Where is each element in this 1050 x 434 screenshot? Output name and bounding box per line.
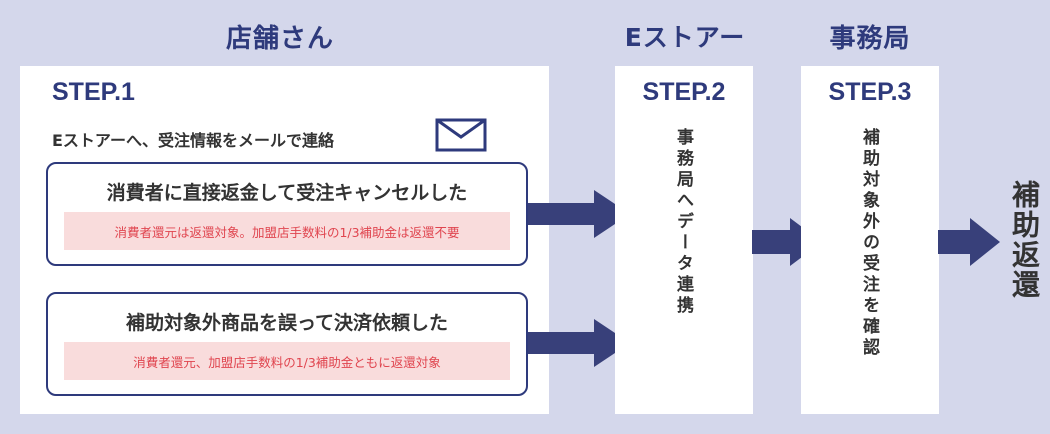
case-refund-cancel-note: 消費者還元は返還対象。加盟店手数料の1/3補助金は返還不要 <box>64 212 510 250</box>
mail-icon <box>435 118 487 152</box>
step3-label: STEP.3 <box>828 78 912 106</box>
step2-panel: STEP.2 事務局へデータ連携 <box>615 66 753 414</box>
step3-panel: STEP.3 補助対象外の受注を確認 <box>801 66 939 414</box>
step2-text: 事務局へデータ連携 <box>673 128 693 317</box>
case-refund-cancel: 消費者に直接返金して受注キャンセルした 消費者還元は返還対象。加盟店手数料の1/… <box>46 162 528 266</box>
step3-text: 補助対象外の受注を確認 <box>859 128 879 359</box>
case-wrong-item: 補助対象外商品を誤って決済依頼した 消費者還元、加盟店手数料の1/3補助金ともに… <box>46 292 528 396</box>
result-subsidy-return: 補助返還 <box>1008 180 1041 300</box>
step1-label: STEP.1 <box>52 78 135 106</box>
case-wrong-item-title: 補助対象外商品を誤って決済依頼した <box>125 312 449 334</box>
header-office: 事務局 <box>829 24 911 54</box>
arrow-step3-to-result <box>938 218 1000 266</box>
arrow-case1-to-step2 <box>528 190 630 238</box>
step1-notice: Eストアーへ、受注情報をメールで連絡 <box>52 131 334 150</box>
step2-label: STEP.2 <box>642 78 726 106</box>
header-store: 店舗さん <box>225 24 334 54</box>
case-wrong-item-note: 消費者還元、加盟店手数料の1/3補助金ともに返還対象 <box>64 342 510 380</box>
step1-panel: STEP.1 Eストアーへ、受注情報をメールで連絡 消費者に直接返金して受注キャ… <box>20 66 549 414</box>
arrow-case2-to-step2 <box>528 319 630 367</box>
case-refund-cancel-title: 消費者に直接返金して受注キャンセルした <box>106 182 468 204</box>
header-estore: Eストアー <box>624 23 746 52</box>
